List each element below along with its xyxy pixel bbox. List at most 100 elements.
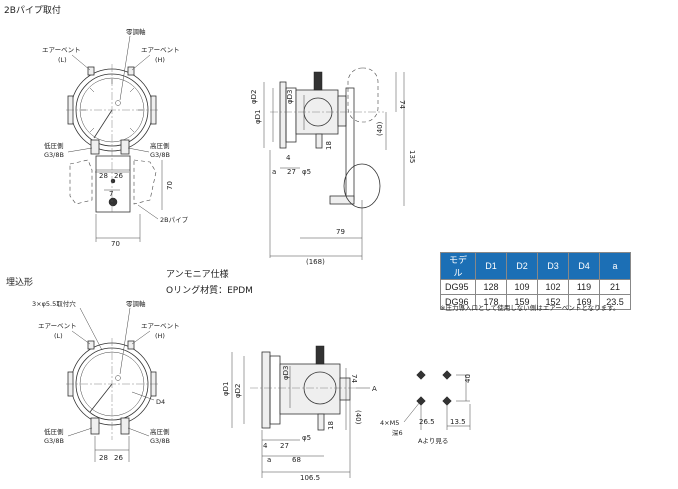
bottom-side-dim-lines <box>231 352 370 478</box>
top-side-dim-4: 4 <box>286 154 291 162</box>
bottom-air-vent-h <box>127 340 135 350</box>
top-dim-26: 26 <box>114 172 123 180</box>
top-side-bracket-plate <box>337 95 347 127</box>
view-a-m5-label: 4×M5 <box>380 419 399 427</box>
top-title: 2Bパイプ取付 <box>4 5 61 16</box>
view-a-dim-13-5: 13.5 <box>450 418 466 426</box>
top-side-dim-79: 79 <box>336 228 345 236</box>
top-dim-70-vertical: 70 <box>166 181 174 190</box>
top-air-vent-l <box>87 66 95 76</box>
bottom-side-terminal <box>339 377 351 401</box>
top-air-vent-h-label: エアーベント <box>141 46 180 54</box>
table-cell: 109 <box>506 279 538 295</box>
table-row: DG95 128 109 102 119 21 <box>440 279 631 295</box>
bottom-dim-26: 26 <box>114 454 123 462</box>
bottom-high-port <box>120 417 130 435</box>
table-cell: 159 <box>506 294 538 310</box>
top-front-dim-lines <box>95 160 163 242</box>
spec-header-d4: D4 <box>568 252 600 280</box>
view-a-depth-label: 深6 <box>392 428 403 437</box>
top-pipe-outline-left <box>69 159 93 205</box>
top-low-side-label: 低圧側 <box>44 141 64 150</box>
bottom-low-side-label: 低圧側 <box>44 427 64 436</box>
bottom-side-flange <box>261 351 271 429</box>
table-cell: DG96 <box>440 294 476 310</box>
bottom-high-side-port: G3/8B <box>150 437 170 445</box>
bottom-air-vent-h-sub: (H) <box>155 332 165 340</box>
top-air-vent-l-label: エアーベント <box>42 46 81 54</box>
bottom-air-vent-l-label: エアーベント <box>38 322 77 330</box>
bottom-side-vent-fitting <box>315 345 325 365</box>
bottom-side-phi-d3: φD3 <box>282 366 290 380</box>
bottom-zero-adjust-screw <box>115 375 121 381</box>
table-cell: 128 <box>475 279 507 295</box>
bottom-air-vent-h-label: エアーベント <box>141 322 180 330</box>
top-side-dim-a: a <box>272 168 276 176</box>
bottom-side-view <box>250 345 356 431</box>
top-side-view <box>270 67 384 209</box>
view-a-hole-2 <box>442 370 452 380</box>
view-a-hole-4 <box>442 396 452 406</box>
bottom-d4-label: D4 <box>156 398 165 406</box>
spec-header-d2: D2 <box>506 252 538 280</box>
top-bracket-bolt-2 <box>108 197 118 207</box>
top-air-vent-l-sub: (L) <box>58 56 67 64</box>
bottom-zero-adjust-label: 零調軸 <box>126 299 146 308</box>
top-side-dim-74: 74 <box>398 100 406 109</box>
bottom-side-dim-18: 18 <box>327 421 335 430</box>
bottom-dim-28: 28 <box>99 454 108 462</box>
top-side-pipe-upper <box>347 67 379 123</box>
top-pipe-outline-right <box>133 159 157 205</box>
ammonia-spec-line1: アンモニア仕様 <box>166 268 229 280</box>
bottom-side-dim-4: 4 <box>263 442 268 450</box>
top-side-dim-27: 27 <box>287 168 296 176</box>
bottom-side-dim-40: (40) <box>354 410 362 425</box>
top-low-side-port: G3/8B <box>44 151 64 159</box>
bottom-side-dim-phi5: φ5 <box>302 434 311 442</box>
view-a-dim-40: 40 <box>464 374 472 383</box>
bottom-air-vent-l-sub: (L) <box>54 332 63 340</box>
spec-table: モデル D1 D2 D3 D4 a DG95 128 109 102 119 2… <box>440 252 631 310</box>
table-cell: 23.5 <box>599 294 631 310</box>
top-bracket <box>95 155 131 213</box>
bottom-low-port <box>90 417 100 435</box>
bottom-mount-holes-label: 3×φ5.5取付穴 <box>32 299 76 308</box>
top-side-port-fitting <box>315 133 323 149</box>
top-high-side-label: 高圧側 <box>150 141 170 150</box>
top-side-dim-135: 135 <box>408 150 416 163</box>
top-zero-adjust-label: 零調軸 <box>126 27 146 36</box>
top-side-dim-lines <box>263 72 405 260</box>
bottom-low-side-port: G3/8B <box>44 437 64 445</box>
top-dim-7: 7 <box>109 190 113 198</box>
bottom-air-vent-l <box>87 340 95 350</box>
top-side-phi-d2: φD2 <box>250 90 258 104</box>
top-gauge-pointer <box>93 109 113 139</box>
bottom-side-dim-106: 106.5 <box>300 474 320 482</box>
top-side-dim-18: 18 <box>325 141 333 150</box>
bottom-side-window <box>269 355 281 425</box>
top-side-phi-d1: φD1 <box>254 110 262 124</box>
top-pipe-2b-label: 2Bパイプ <box>160 216 189 224</box>
top-side-vent-fitting <box>313 71 323 91</box>
table-note: ※圧力導入口として使用しない側はエアーベントとなります。 <box>440 304 620 312</box>
table-cell: 21 <box>599 279 631 295</box>
table-cell: 119 <box>568 279 600 295</box>
bottom-side-port-fitting <box>317 413 325 431</box>
bottom-front-dim-lines <box>94 436 130 462</box>
top-dim-70-horizontal: 70 <box>111 240 120 248</box>
view-a-hole-1 <box>416 370 426 380</box>
bottom-side-dim-27: 27 <box>280 442 289 450</box>
bottom-gauge-pointer <box>89 383 113 413</box>
bottom-high-side-label: 高圧側 <box>150 427 170 436</box>
bottom-front-view <box>66 338 160 440</box>
top-high-port <box>120 139 130 155</box>
top-side-bolt-bar <box>329 195 355 205</box>
top-side-phi-d3: φD3 <box>286 90 294 104</box>
bottom-side-phi-d2: φD2 <box>234 384 242 398</box>
bottom-arrow-a: A <box>372 385 377 393</box>
top-low-port <box>90 139 100 155</box>
top-front-view <box>66 64 160 214</box>
view-a-dim-26-5: 26.5 <box>419 418 435 426</box>
bottom-side-dim-68: 68 <box>292 456 301 464</box>
